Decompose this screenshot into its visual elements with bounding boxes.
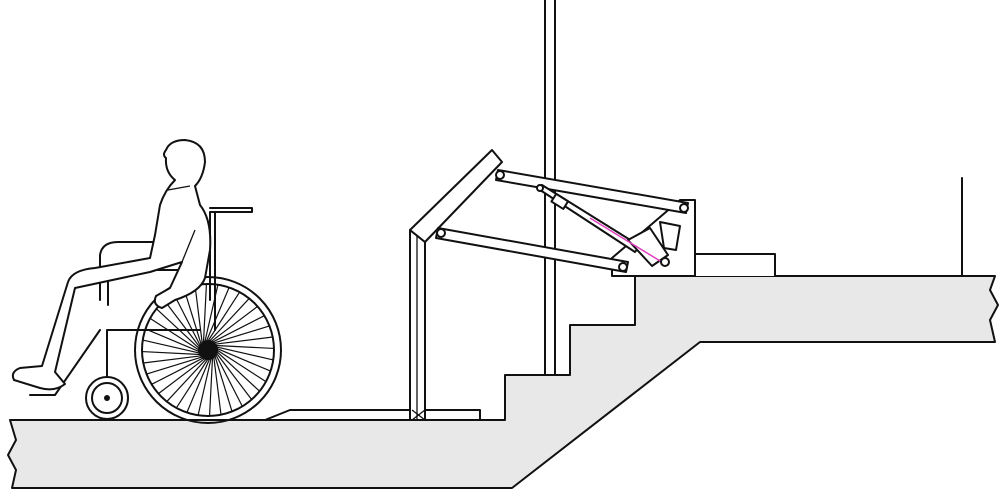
concrete-structure (7, 275, 999, 489)
wheel-spoke (166, 358, 207, 402)
wheel-spoke (142, 339, 200, 354)
wheel-spoke (215, 344, 275, 350)
wheel-spoke (216, 346, 274, 361)
wheel-spoke (213, 325, 270, 344)
wheel-spoke (214, 355, 233, 412)
wheel-spoke (215, 352, 253, 400)
wheel-spoke (141, 350, 201, 356)
wheel-spoke (149, 317, 200, 351)
wheel-spoke (214, 336, 273, 345)
wheel-spoke (207, 291, 241, 342)
wheel-spoke (216, 349, 267, 383)
wheel-spoke (156, 308, 200, 349)
linear-actuator (536, 184, 681, 267)
seated-person (11, 139, 212, 391)
wheel-spoke (183, 288, 202, 345)
wheel-spoke (212, 315, 265, 343)
parallel-arms (435, 169, 689, 273)
wheel-spoke (186, 358, 211, 413)
wheel-spoke (151, 357, 204, 385)
wheel-spoke (210, 305, 258, 343)
wheel-spoke (194, 285, 203, 344)
wheel-spoke (163, 300, 201, 348)
wheel-spoke (205, 287, 230, 342)
wheel-spoke (175, 358, 209, 409)
wheel-spoke (146, 356, 203, 375)
wheel-spoke (216, 351, 260, 392)
wheel-spoke (145, 328, 200, 353)
wheel-spoke (209, 298, 250, 342)
wheel-spoke (216, 347, 271, 372)
lift-platform-folded (409, 149, 503, 421)
wheel-spoke (213, 356, 222, 415)
wheel-spoke (215, 354, 243, 407)
wheel-spoke (158, 357, 206, 395)
floor-ramp-plate (264, 409, 481, 421)
wheel-spoke (197, 358, 212, 416)
wheel-spoke (202, 283, 208, 343)
wheel-spoke (208, 357, 214, 417)
wheel-spoke (143, 355, 202, 364)
wheel-spoke (173, 293, 201, 346)
